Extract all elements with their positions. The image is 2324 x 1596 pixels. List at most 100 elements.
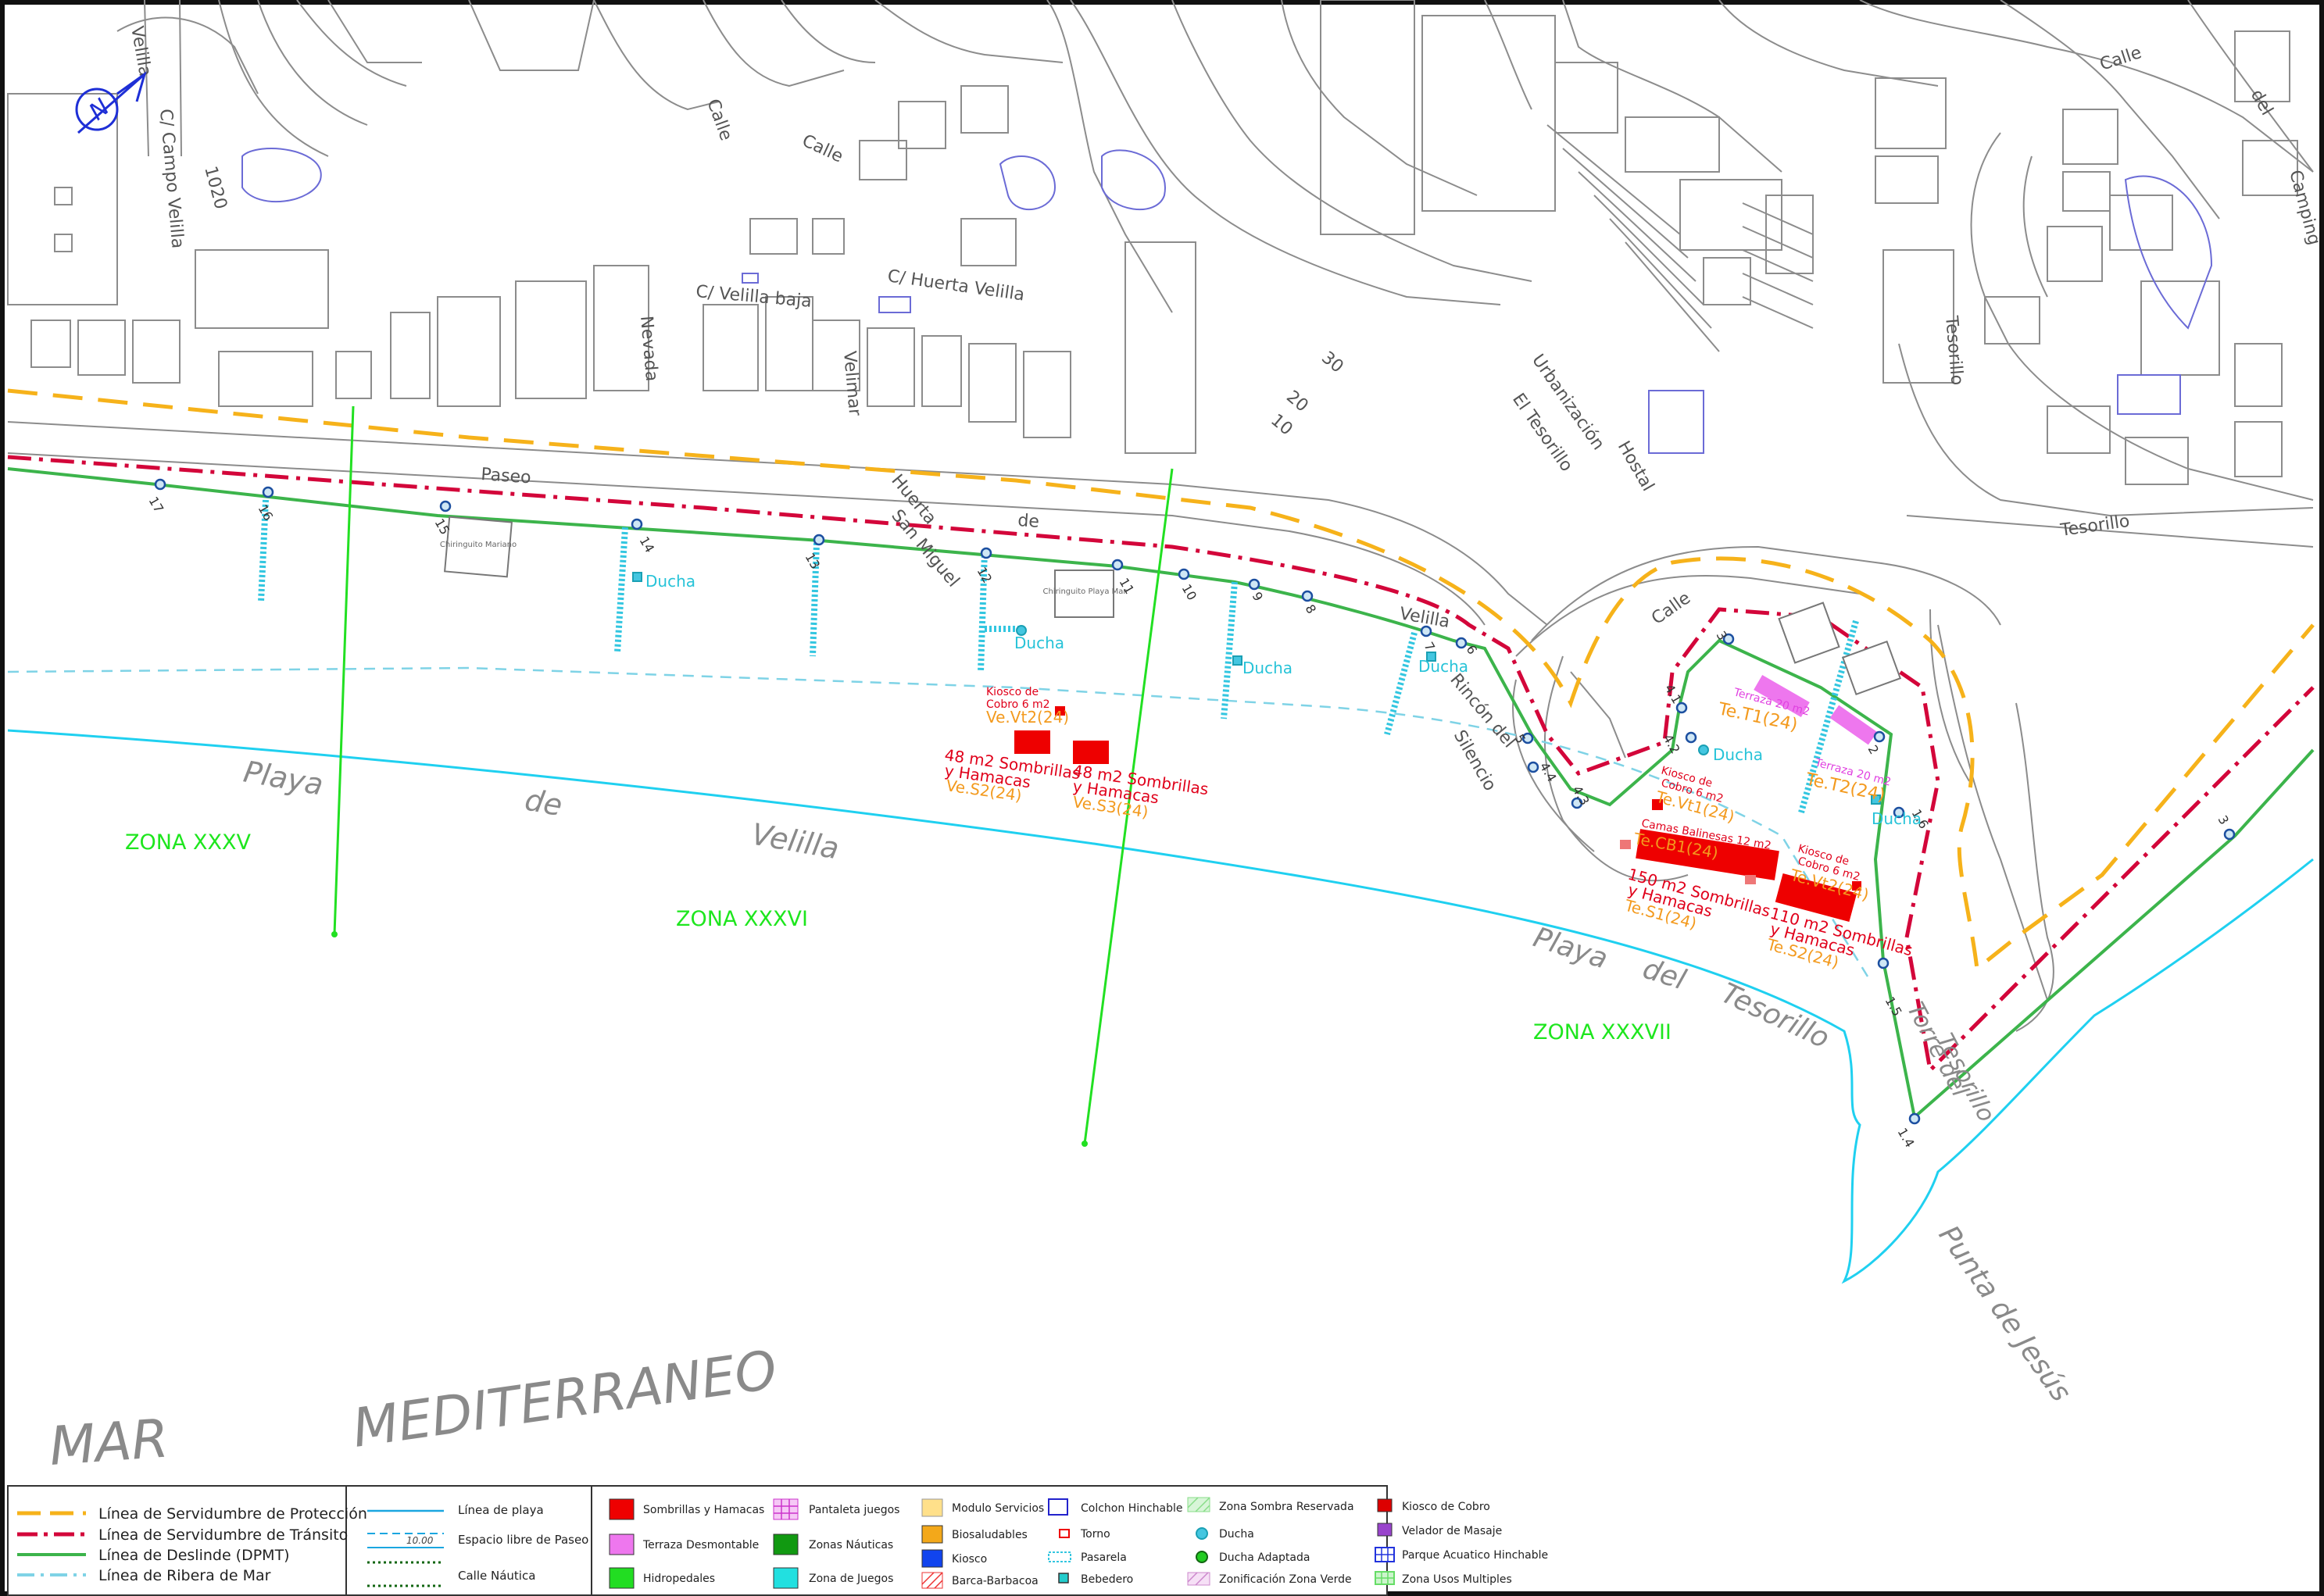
svg-text:Barca-Barbacoa: Barca-Barbacoa — [952, 1575, 1039, 1587]
svg-text:12: 12 — [974, 565, 996, 586]
svg-text:Kiosco: Kiosco — [952, 1553, 987, 1566]
svg-text:2: 2 — [1865, 743, 1882, 757]
svg-text:del: del — [2247, 87, 2276, 120]
svg-text:Modulo Servicios: Modulo Servicios — [952, 1502, 1044, 1515]
svg-text:Zona de Juegos: Zona de Juegos — [809, 1573, 893, 1585]
nautical-endpoint — [1082, 1141, 1088, 1147]
legend: Línea de Servidumbre de Protección Línea… — [7, 1485, 1388, 1596]
legend-line-ribera: Línea de Ribera de Mar — [98, 1567, 271, 1584]
kiosco-ve-vt2[interactable] — [1055, 706, 1065, 716]
line-servidumbre-transito — [7, 455, 2315, 1075]
svg-text:Calle: Calle — [1648, 588, 1694, 629]
sea-label-mar: MAR — [48, 1409, 171, 1478]
nautical-endpoint — [331, 931, 338, 937]
cama-balinesa-2 — [1745, 875, 1756, 884]
svg-text:Zonas Náuticas: Zonas Náuticas — [809, 1539, 893, 1551]
svg-text:Ducha: Ducha — [1219, 1528, 1254, 1541]
svg-text:20: 20 — [1282, 387, 1312, 416]
svg-text:Pantaleta juegos: Pantaleta juegos — [809, 1504, 899, 1516]
beach-label: Velilla — [749, 817, 842, 866]
svg-text:Torno: Torno — [1080, 1528, 1110, 1541]
kiosco-te-vt2[interactable] — [1852, 881, 1861, 891]
sombrillas-ve-s2[interactable] — [1014, 730, 1050, 754]
svg-text:Nevada: Nevada — [636, 315, 661, 382]
svg-text:Zona Sombra Reservada: Zona Sombra Reservada — [1219, 1501, 1354, 1513]
svg-text:Velimar: Velimar — [839, 350, 864, 417]
svg-text:Ve.Vt2(24): Ve.Vt2(24) — [986, 708, 1069, 727]
svg-text:Pasarela: Pasarela — [1081, 1551, 1127, 1564]
svg-text:17: 17 — [146, 495, 167, 516]
svg-text:Sombrillas y Hamacas: Sombrillas y Hamacas — [643, 1504, 764, 1516]
beach-label: Playa — [241, 755, 326, 802]
svg-text:1020: 1020 — [200, 164, 231, 212]
svg-text:10: 10 — [1267, 410, 1296, 439]
svg-text:Velilla: Velilla — [1398, 604, 1451, 632]
legend-calle-nautica: Calle Náutica — [458, 1569, 535, 1583]
svg-text:Velador de Masaje: Velador de Masaje — [1402, 1525, 1502, 1537]
legend-line-transito: Línea de Servidumbre de Tránsito — [98, 1526, 348, 1544]
svg-text:3: 3 — [2215, 813, 2233, 827]
svg-text:Paseo: Paseo — [481, 465, 532, 487]
cama-balinesa-1 — [1620, 840, 1631, 849]
legend-line-deslinde: Línea de Deslinde (DPMT) — [98, 1547, 290, 1564]
svg-text:Kiosco de: Kiosco de — [986, 686, 1039, 698]
svg-text:Velilla: Velilla — [127, 25, 155, 78]
sombrillas-ve-s3[interactable] — [1073, 741, 1109, 764]
ducha-markers — [632, 572, 1881, 805]
svg-text:14: 14 — [637, 534, 658, 555]
svg-text:Parque Acuatico Hinchable: Parque Acuatico Hinchable — [1402, 1549, 1548, 1562]
chiringuito-label-1: Chiringuito Mariano — [440, 541, 517, 549]
svg-text:Bebedero: Bebedero — [1081, 1573, 1133, 1586]
deslinde-markers — [154, 478, 2236, 1125]
svg-text:C/ Campo Velilla: C/ Campo Velilla — [156, 108, 188, 249]
ducha-label: Ducha — [1713, 745, 1763, 764]
ducha-label: Ducha — [1872, 809, 1922, 828]
zone-label: ZONA XXXV — [125, 830, 251, 855]
line-ribera-mar — [7, 666, 1869, 977]
beach-label: de — [522, 783, 564, 823]
beach-label: del — [1639, 953, 1689, 997]
svg-text:Kiosco de Cobro: Kiosco de Cobro — [1402, 1501, 1490, 1513]
svg-text:Zona Usos Multiples: Zona Usos Multiples — [1402, 1573, 1512, 1586]
cadastral-background — [7, 0, 2314, 1032]
sombrillas-te-s2[interactable] — [1775, 873, 1857, 923]
chiringuito-label-2: Chiringuito Playa Mar — [1042, 587, 1127, 596]
svg-text:8: 8 — [1303, 602, 1320, 616]
kiosco-te-vt1[interactable] — [1652, 799, 1663, 810]
legend-items: Sombrillas y Hamacas Terraza Desmontable… — [609, 1497, 1548, 1589]
zone-label: ZONA XXXVI — [676, 907, 808, 931]
beach-label: Playa — [1529, 922, 1611, 976]
svg-text:Zonificación Zona Verde: Zonificación Zona Verde — [1219, 1573, 1352, 1586]
svg-text:Camping: Camping — [2285, 168, 2324, 247]
legend-espacio-paseo: Espacio libre de Paseo — [458, 1533, 588, 1547]
line-deslinde — [7, 467, 2315, 1120]
terraza-te-t1[interactable] — [1754, 674, 1810, 718]
svg-text:9: 9 — [1250, 590, 1267, 604]
svg-text:Tesorillo: Tesorillo — [2058, 512, 2131, 541]
sea-label-mediterraneo: MEDITERRANEO — [349, 1339, 781, 1459]
svg-text:4.4: 4.4 — [1537, 760, 1560, 785]
svg-text:Tesorillo: Tesorillo — [1941, 314, 1967, 386]
svg-text:Calle: Calle — [703, 97, 735, 144]
svg-text:C/ Velilla baja: C/ Velilla baja — [695, 282, 812, 312]
svg-text:30: 30 — [1318, 348, 1347, 377]
terraza-te-t2[interactable] — [1829, 705, 1878, 745]
svg-text:C/ Huerta Velilla: C/ Huerta Velilla — [886, 266, 1026, 305]
ducha-label: Ducha — [1014, 634, 1064, 652]
nautical-line-2 — [1083, 468, 1174, 1144]
svg-text:de: de — [1017, 511, 1040, 532]
svg-text:10: 10 — [1179, 582, 1200, 603]
ducha-label: Ducha — [1418, 657, 1468, 676]
svg-text:Colchon Hinchable: Colchon Hinchable — [1081, 1502, 1183, 1515]
svg-text:Terraza Desmontable: Terraza Desmontable — [642, 1539, 759, 1551]
legend-linea-playa: Línea de playa — [458, 1503, 544, 1517]
nautical-line-1 — [333, 405, 355, 935]
svg-text:1.4: 1.4 — [1895, 1126, 1918, 1151]
sombrillas-te-s1[interactable] — [1636, 829, 1779, 880]
legend-line-proteccion: Línea de Servidumbre de Protección — [98, 1505, 367, 1523]
svg-text:N: N — [84, 94, 115, 126]
svg-text:Ducha Adaptada: Ducha Adaptada — [1219, 1551, 1310, 1564]
ducha-label: Ducha — [1242, 659, 1293, 677]
